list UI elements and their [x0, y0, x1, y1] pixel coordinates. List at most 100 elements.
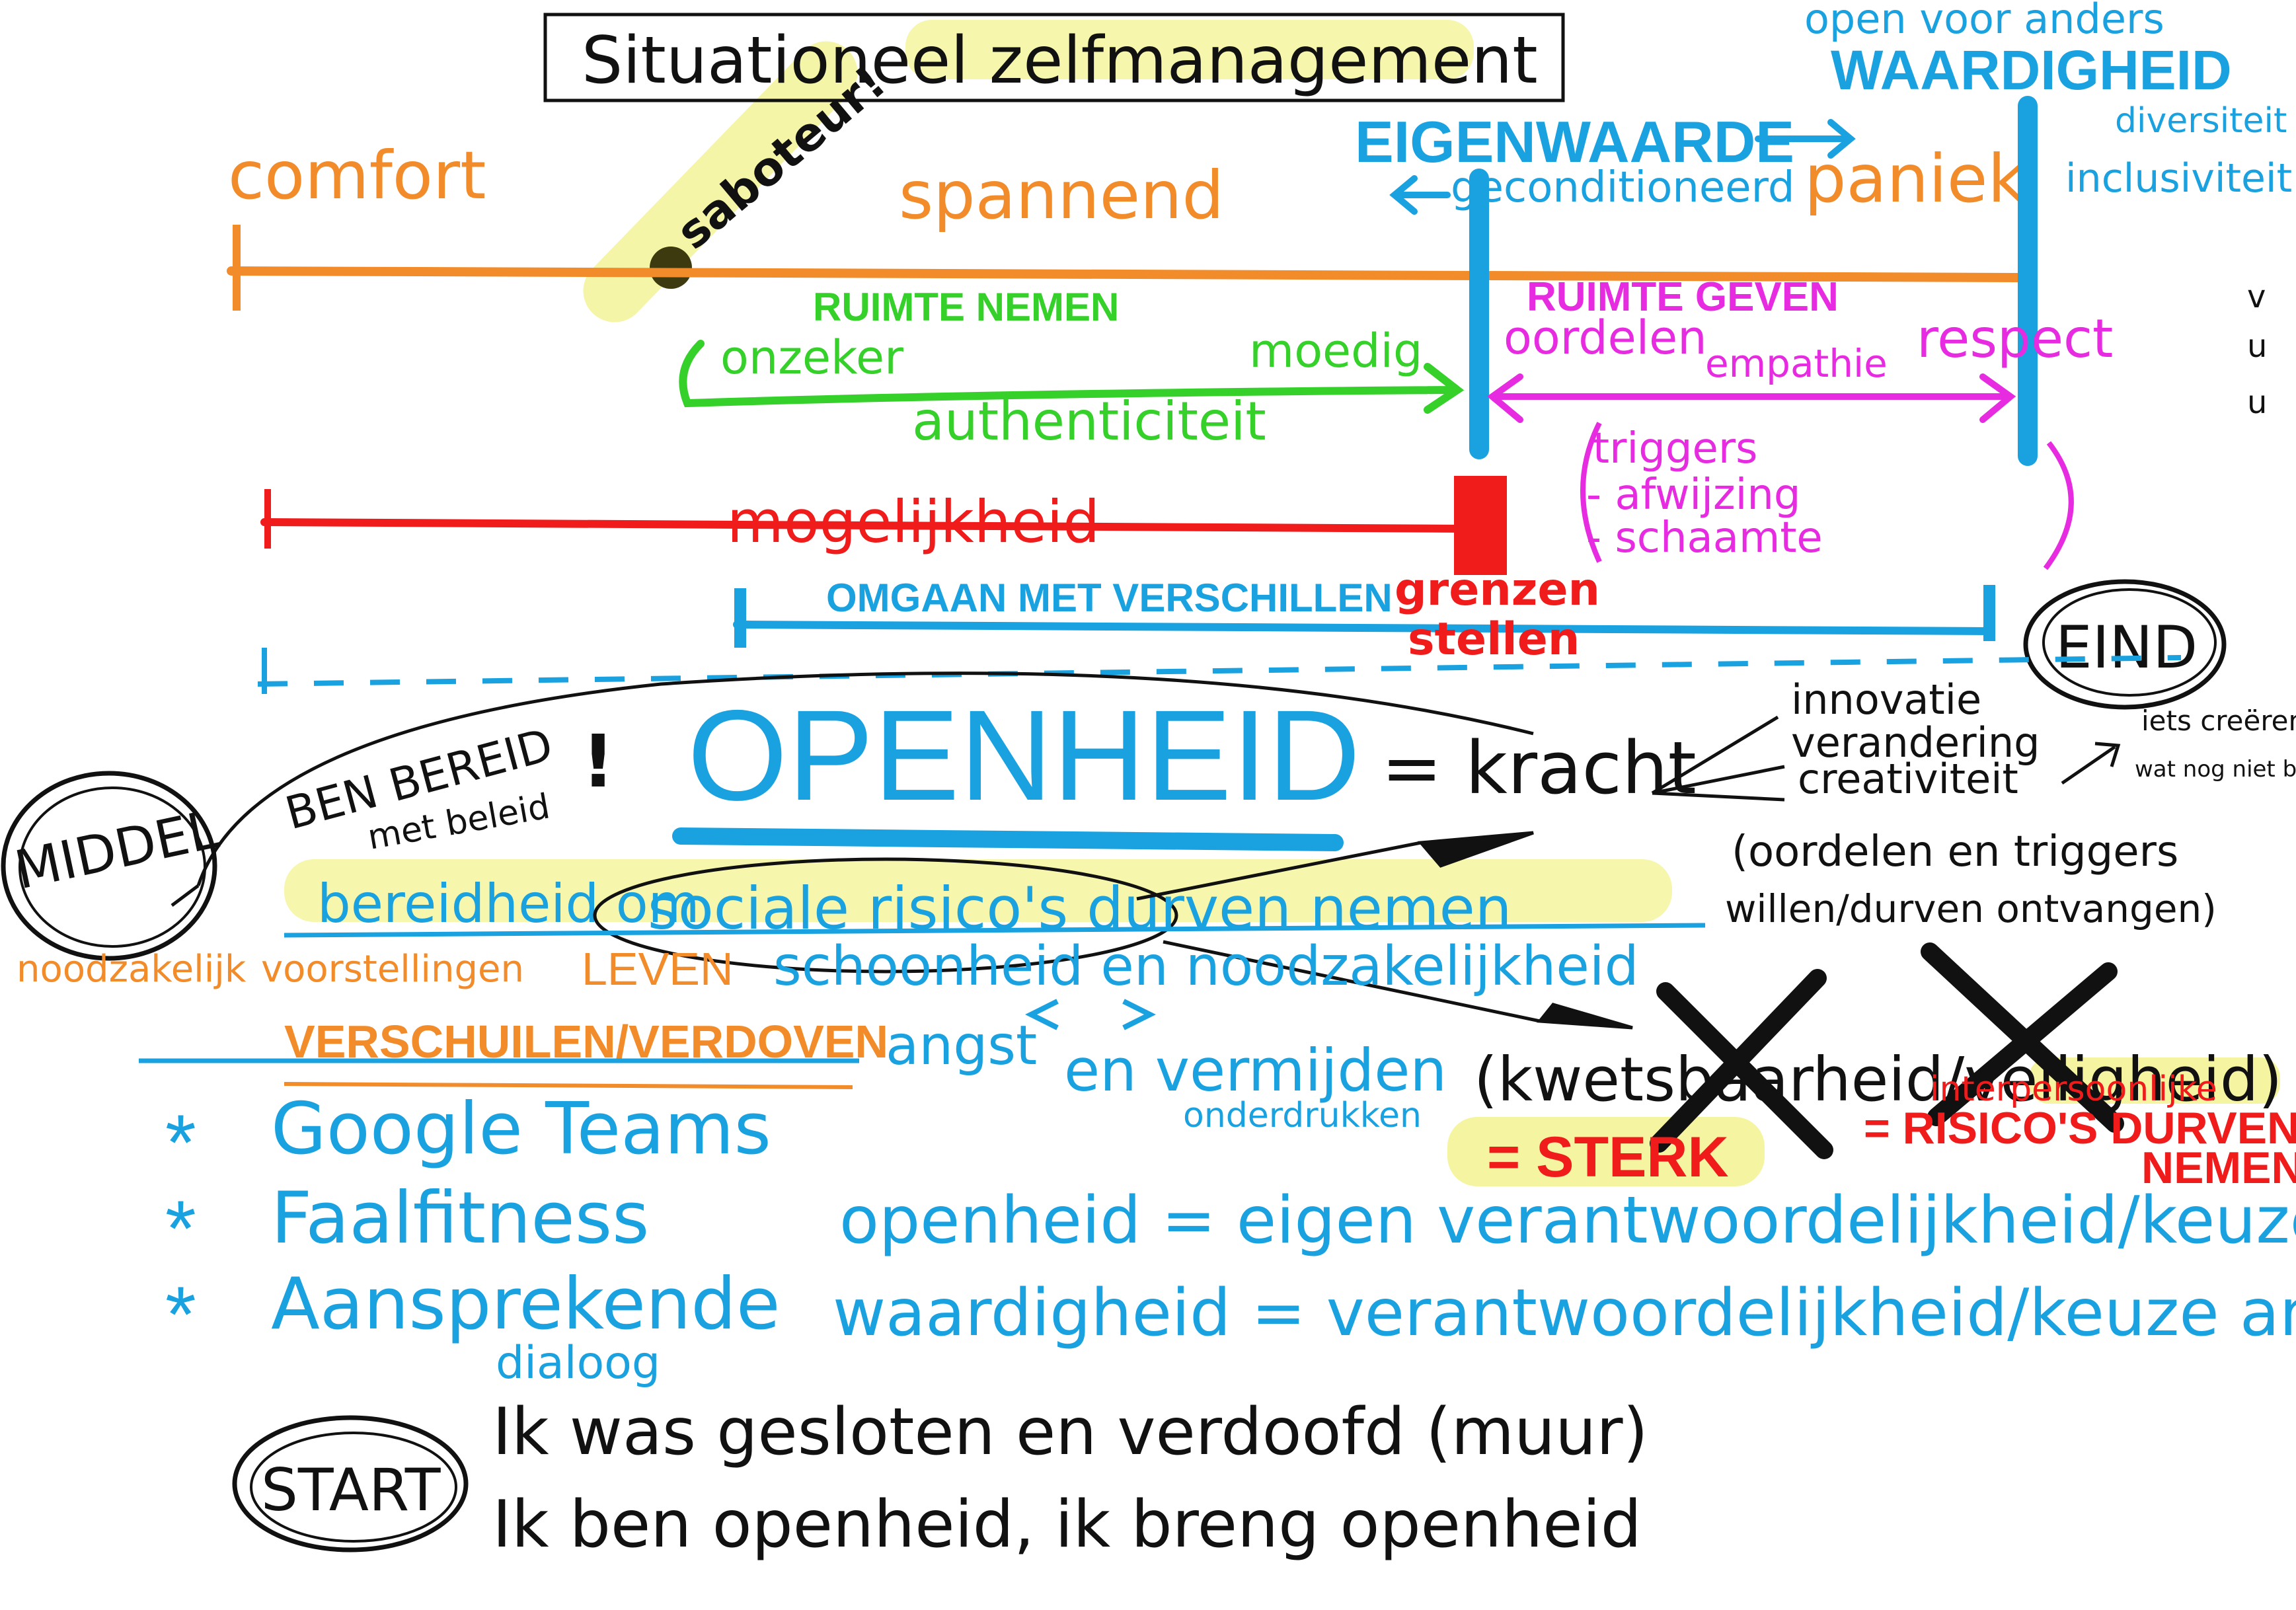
creativiteit-arrow [2061, 742, 2121, 785]
start-circle [232, 1415, 469, 1552]
sterk-label: = STERK [1487, 1126, 1729, 1189]
creativiteit-label: creativiteit [1798, 755, 2018, 803]
dashed-baseline [257, 655, 2182, 687]
openheid-underline [672, 827, 1344, 851]
authenticiteit-label: authenticiteit [912, 391, 1266, 452]
triggers-label: triggers [1593, 424, 1757, 473]
start-label: START [261, 1456, 441, 1524]
interpersoonlijke-label: interpersoonlijke [1930, 1069, 2217, 1109]
mogelijkheid-label: mogelijkheid [727, 488, 1100, 556]
sociale-arrow-down [1163, 940, 1633, 1030]
angst-arrows [1025, 999, 1156, 1030]
mogelijkheid-line [260, 518, 1471, 533]
eind-circle-inner [2042, 588, 2217, 697]
page-title: Situationeel zelfmanagement [582, 23, 1538, 98]
oordelen-triggers-label: (oordelen en triggers [1732, 827, 2178, 876]
geconditioneerd-label: geconditioneerd [1451, 163, 1794, 212]
dialoog-label: dialoog [496, 1337, 660, 1389]
willen-durven-label: willen/durven ontvangen) [1725, 886, 2217, 931]
list-item-3: Aansprekende [271, 1263, 780, 1346]
voorstellingen-label: voorstellingen [261, 948, 524, 991]
ruimte-nemen-label: RUIMTE NEMEN [813, 285, 1119, 329]
eigenwaarde-label: EIGENWAARDE [1355, 109, 1794, 174]
equation-waardigheid: waardigheid = verantwoordelijkheid/keuze… [833, 1276, 2296, 1351]
cross-1 [1650, 969, 1833, 1159]
nemen-label: NEMEN [2141, 1143, 2296, 1193]
spannend-label: spannend [899, 157, 1224, 234]
stellen-label: stellen [1408, 613, 1580, 666]
respect-label: respect [1917, 308, 2113, 369]
start-line-2: Ik ben openheid, ik breng openheid [492, 1487, 1642, 1562]
afwijzing-label: - afwijzing [1586, 471, 1801, 519]
eind-label: EIND [2055, 613, 2198, 681]
list-item-1: Google Teams [271, 1088, 771, 1170]
schoonheid-label: schoonheid en noodzakelijkheid [773, 935, 1639, 998]
start-circle-inner [250, 1432, 457, 1543]
leven-label: LEVEN [582, 943, 734, 995]
middel-circle [1, 771, 217, 961]
triggers-bracket-left [1580, 422, 1602, 563]
nog-niet-label: wat nog niet bestaat [2135, 756, 2296, 783]
onzeker-label: onzeker [720, 330, 903, 385]
mogelijkheid-end-block [1454, 476, 1507, 575]
side-mark-1: v [2247, 278, 2266, 315]
kracht-fan [1651, 715, 1785, 802]
triggers-bracket-right [2043, 441, 2074, 570]
ruimte-geven-label: RUIMTE GEVEN [1527, 274, 1839, 320]
iets-creeren-label: iets creëren [2141, 705, 2296, 737]
eind-circle [2023, 579, 2227, 710]
bullet-star-3: * [165, 1270, 196, 1359]
waardigheid-label: WAARDIGHEID [1831, 39, 2232, 101]
highlight-sterk [1447, 1117, 1765, 1186]
angst-label: angst [886, 1015, 1037, 1077]
saboteur-dot [650, 247, 692, 289]
sociale-underline [284, 923, 1706, 938]
highlight-zelfmanagement [905, 20, 1474, 79]
geconditioneerd-arrow-left [1389, 175, 1451, 215]
kwetsbaarheid-label: (kwetsbaarheid/veiligheid) [1474, 1044, 2282, 1115]
highlight-saboteur [583, 41, 858, 323]
comfort-line [227, 266, 2024, 282]
empathie-label: empathie [1705, 341, 1888, 386]
kracht-label: = kracht [1381, 726, 1697, 810]
noodzakelijk-label: noodzakelijk [17, 948, 247, 991]
verandering-label: verandering [1791, 718, 2040, 767]
eigenwaarde-arrow-right [1755, 119, 1856, 159]
bullet-star-2: * [165, 1184, 196, 1273]
verschuilen-underline-orange [284, 1082, 853, 1089]
onderdrukken-label: onderdrukken [1183, 1096, 1422, 1135]
open-voor-anders-label: open voor anders [1804, 0, 2164, 43]
middel-label: MIDDEL [10, 798, 224, 901]
cross-2 [1921, 942, 2124, 1133]
moedig-label: moedig [1249, 324, 1422, 378]
exclamation-mark: ! [582, 719, 615, 804]
innovatie-label: innovatie [1791, 675, 1981, 724]
diversiteit-label: diversiteit [2115, 101, 2287, 141]
sociale-circle [593, 857, 1178, 974]
ben-bereid-bubble [171, 671, 1534, 907]
openheid-title: OPENHEID [687, 683, 1361, 827]
list-item-2: Faalfitness [271, 1177, 649, 1260]
start-line-1: Ik was gesloten en verdoofd (muur) [492, 1395, 1648, 1470]
ruimte-geven-arrow [1486, 373, 2016, 423]
risicos-label: = RISICO'S DURVEN [1864, 1103, 2296, 1153]
sociale-arrow-up [1136, 831, 1534, 901]
highlight-sociale-risicos [284, 859, 1672, 922]
equation-openheid: openheid = eigen verantwoordelijkheid/ke… [839, 1183, 2296, 1258]
bullet-star-1: * [165, 1098, 196, 1187]
oordelen-label: oordelen [1504, 311, 1707, 365]
side-mark-2: u [2247, 328, 2267, 365]
schaamte-label: - schaamte [1586, 514, 1823, 562]
omgaan-label: OMGAAN MET VERSCHILLEN [826, 576, 1393, 620]
grenzen-label: grenzen [1395, 564, 1600, 616]
inclusiviteit-label: inclusiviteit [2065, 155, 2292, 202]
title-box [543, 13, 1565, 102]
vermijden-label: en vermijden [1064, 1036, 1447, 1104]
side-mark-3: u [2247, 384, 2267, 421]
paniek-label: paniek [1804, 140, 2026, 217]
ruimte-nemen-arrow [679, 340, 1465, 414]
bereidheid-label: bereidheid om [317, 873, 700, 935]
omgaan-line [733, 621, 1993, 635]
comfort-label: comfort [228, 137, 486, 214]
